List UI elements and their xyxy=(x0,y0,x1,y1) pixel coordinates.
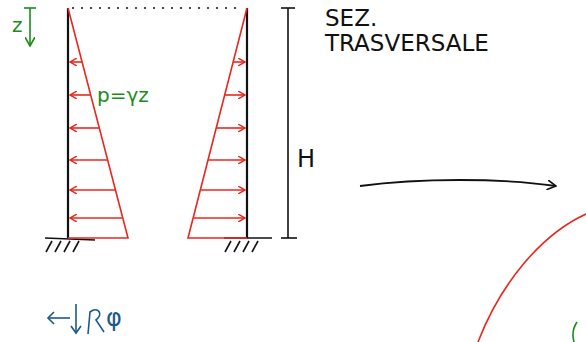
pressure-load xyxy=(188,8,247,238)
axis-label: z xyxy=(12,14,23,36)
formula-label: p=γz xyxy=(97,84,149,106)
fixed-support xyxy=(45,238,272,252)
dimension-line xyxy=(281,8,297,238)
axis-arrow xyxy=(29,8,31,46)
wall xyxy=(68,8,247,238)
flow-arrow xyxy=(360,180,556,186)
axis-tick xyxy=(24,7,36,9)
rotation-label: φ xyxy=(106,305,122,331)
section-title: SEZ. TRASVERSALE xyxy=(325,6,489,57)
pressure-load xyxy=(68,8,128,238)
curve-fragment xyxy=(573,322,577,342)
water-level xyxy=(72,7,243,9)
reaction-symbol xyxy=(48,304,104,334)
dimension-label: H xyxy=(297,146,315,172)
curve-fragment xyxy=(478,214,586,342)
